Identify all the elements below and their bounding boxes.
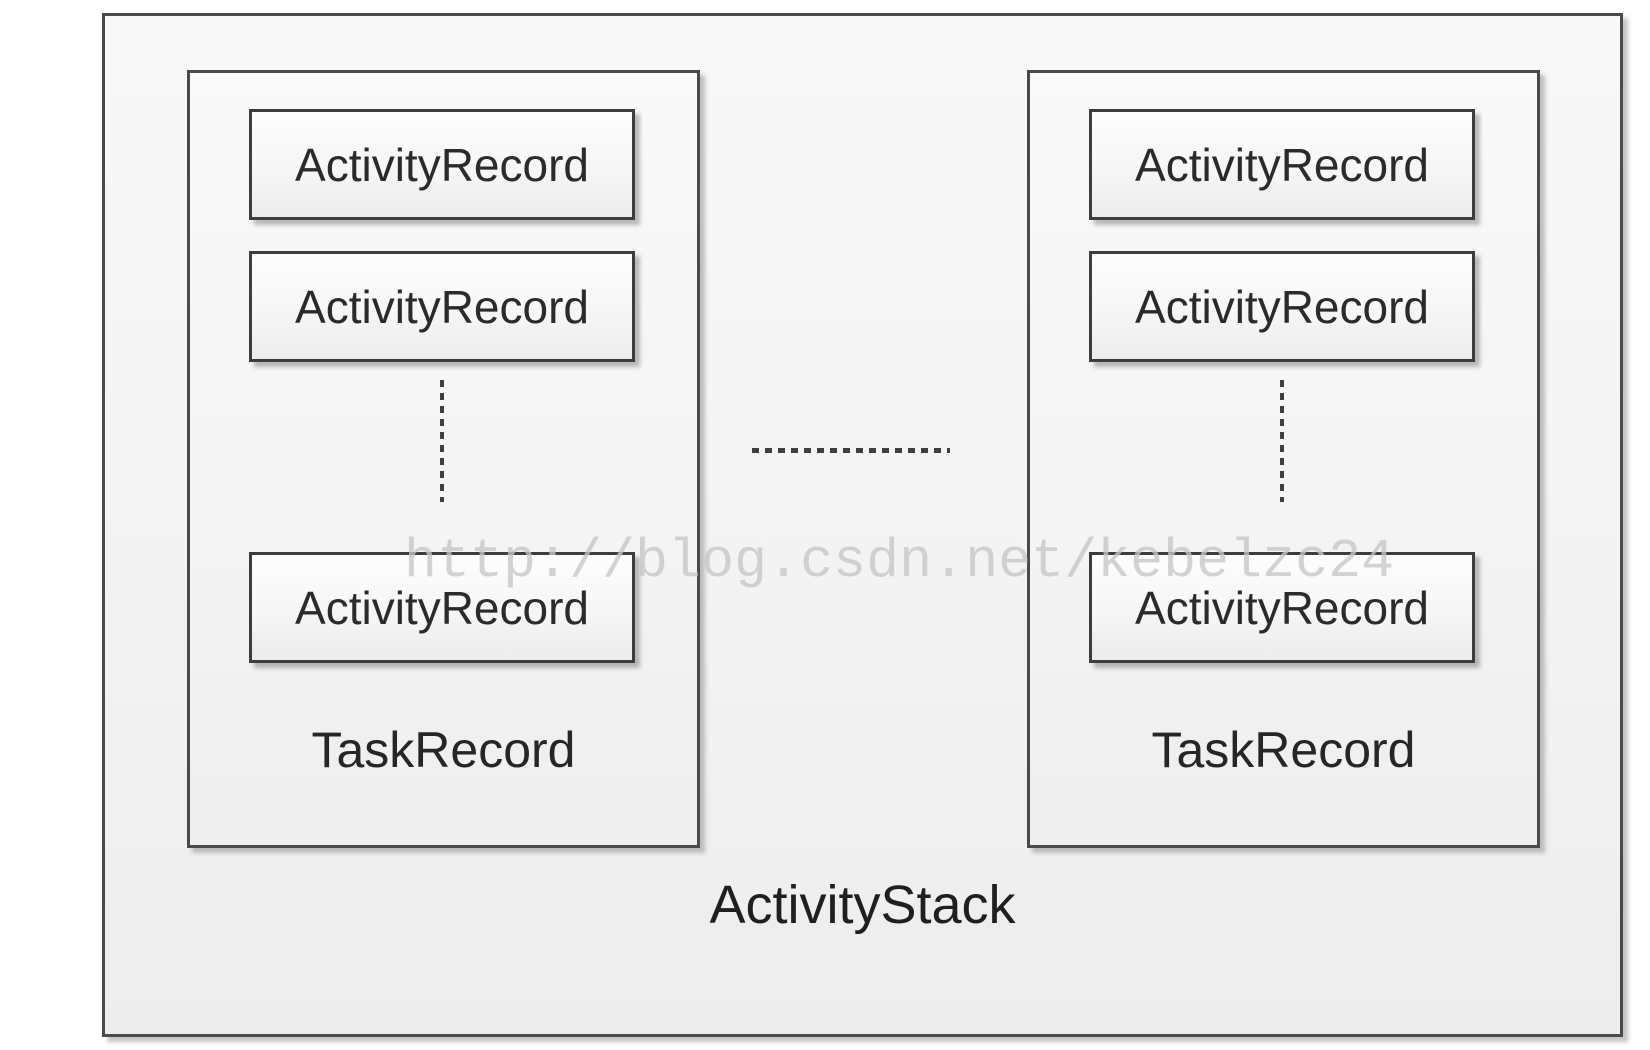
vertical-ellipsis-connector: [1280, 380, 1284, 502]
activity-record-box: ActivityRecord: [1089, 109, 1475, 220]
activity-record-label: ActivityRecord: [295, 138, 589, 191]
task-record-box-right: ActivityRecord ActivityRecord ActivityRe…: [1027, 70, 1540, 848]
activity-record-box: ActivityRecord: [1089, 251, 1475, 362]
activity-stack-box: ActivityRecord ActivityRecord ActivityRe…: [102, 13, 1623, 1037]
task-record-label: TaskRecord: [311, 722, 576, 778]
vertical-ellipsis-connector: [440, 380, 444, 502]
horizontal-dashed-connector: [752, 448, 950, 453]
activity-record-label: ActivityRecord: [1135, 581, 1429, 634]
activity-record-label: ActivityRecord: [295, 581, 589, 634]
activity-record-label: ActivityRecord: [1135, 138, 1429, 191]
task-record-box-left: ActivityRecord ActivityRecord ActivityRe…: [187, 70, 700, 848]
task-record-label: TaskRecord: [1151, 722, 1416, 778]
activity-record-box: ActivityRecord: [249, 109, 635, 220]
activity-record-label: ActivityRecord: [1135, 280, 1429, 333]
activity-record-box: ActivityRecord: [249, 251, 635, 362]
activity-stack-label: ActivityStack: [709, 875, 1016, 935]
activity-record-box: ActivityRecord: [1089, 552, 1475, 663]
activity-record-box: ActivityRecord: [249, 552, 635, 663]
activity-record-label: ActivityRecord: [295, 280, 589, 333]
